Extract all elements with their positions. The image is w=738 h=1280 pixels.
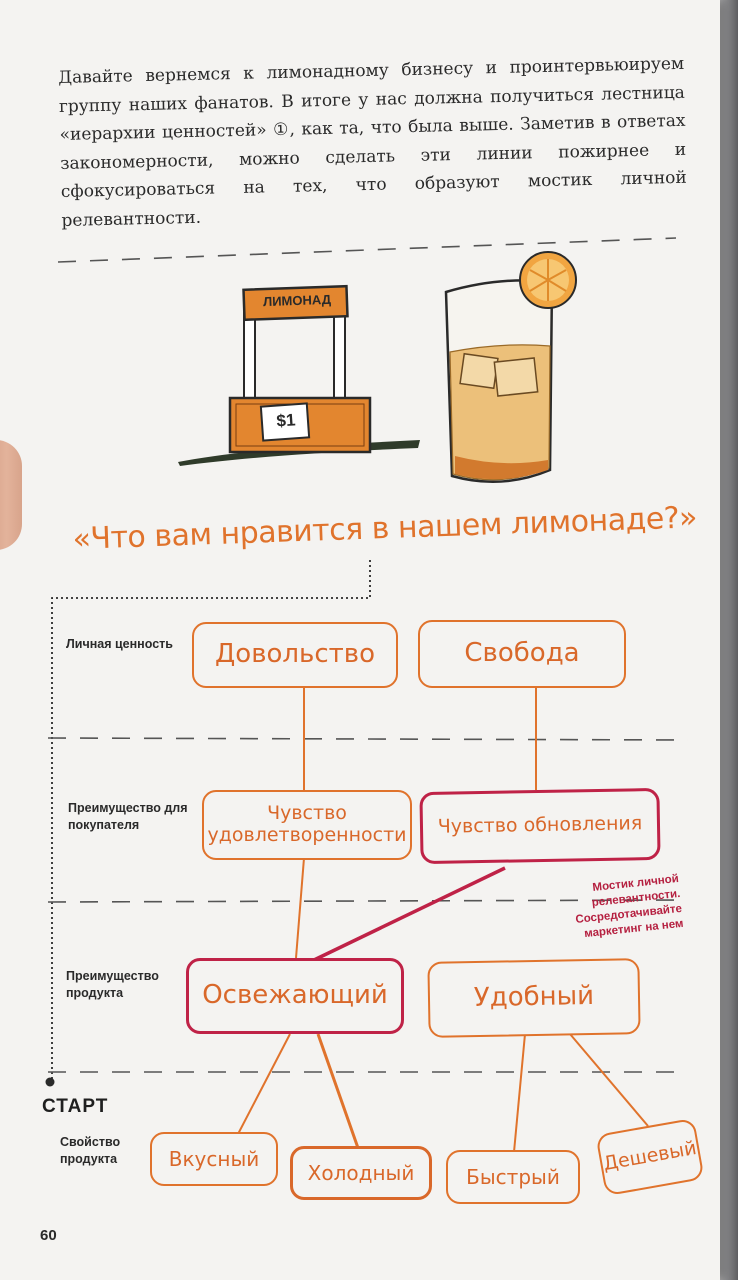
- start-label: СТАРТ: [42, 1096, 109, 1117]
- level-label-personal-value: Личная ценность: [66, 637, 173, 651]
- box-tasty: Вкусный: [150, 1132, 278, 1186]
- separator-top: [57, 237, 677, 263]
- box-cold: Холодный: [290, 1146, 432, 1200]
- page-number: 60: [40, 1227, 57, 1244]
- bridge-line: [313, 866, 506, 962]
- box-convenient: Удобный: [427, 958, 641, 1038]
- lemonade-stand-illustration: [178, 284, 420, 466]
- box-satisfaction: Чувство удовлетворенности: [202, 790, 412, 860]
- diagram-lines: [45, 237, 689, 1153]
- lemonade-glass-illustration: [444, 251, 577, 483]
- box-contentment: Довольство: [192, 622, 398, 688]
- price-tag: $1: [275, 410, 297, 431]
- level-label-product-feature: Свойство продукта: [60, 1135, 121, 1166]
- box-renewal: Чувство обновления: [419, 787, 661, 865]
- box-refreshing: Освежающий: [186, 958, 404, 1034]
- box-fast: Быстрый: [446, 1150, 580, 1204]
- start-leader-line: [51, 560, 371, 1080]
- level-label-buyer-benefit: Преимущество для покупателя: [68, 801, 188, 832]
- thumb: [0, 440, 22, 550]
- book-page: Давайте вернемся к лимонадному бизнесу и…: [0, 0, 720, 1280]
- level-label-product-benefit: Преимущество продукта: [66, 969, 159, 1000]
- box-freedom: Свобода: [418, 620, 626, 688]
